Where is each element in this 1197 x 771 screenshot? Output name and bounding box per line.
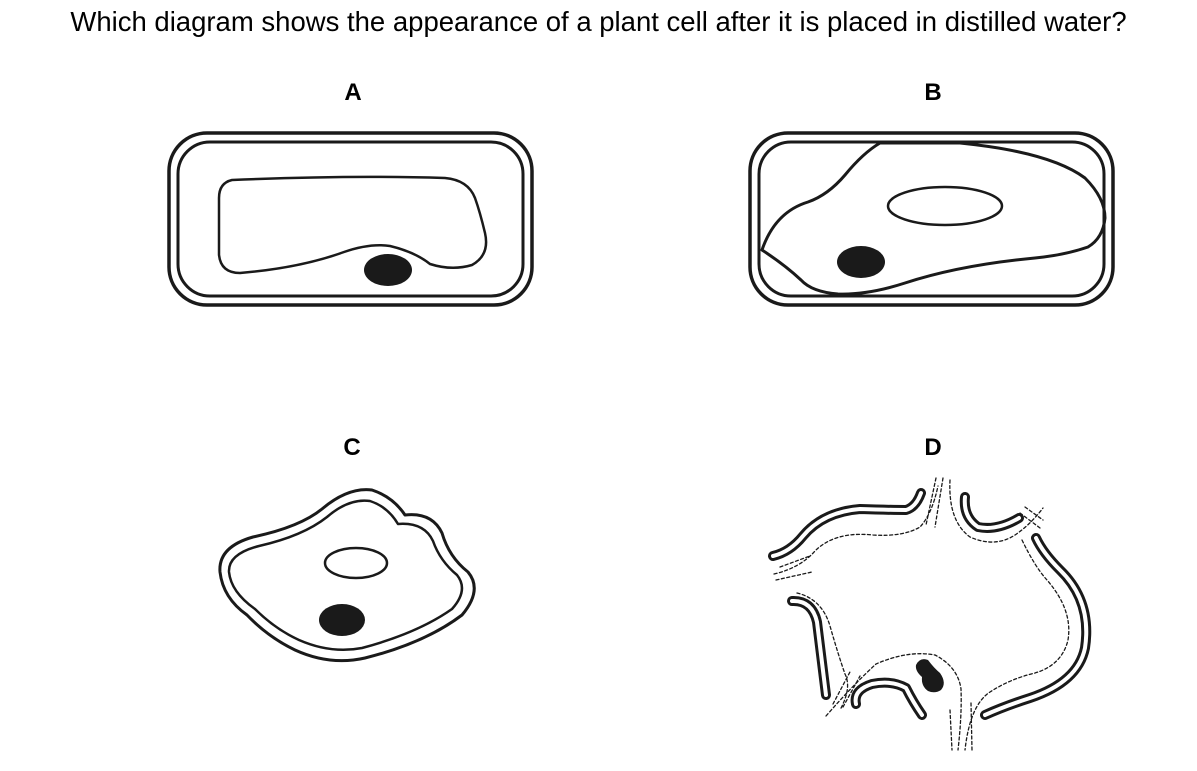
cell-wall-outer	[748, 131, 1115, 307]
vacuole	[886, 185, 1004, 227]
option-d-label: D	[924, 434, 942, 461]
vacuole	[217, 175, 488, 275]
cell-membrane	[760, 141, 1107, 296]
diagram-d	[768, 477, 1092, 751]
nucleus	[319, 604, 365, 636]
wall-fragments	[768, 488, 1092, 720]
option-a-label: A	[344, 79, 362, 106]
cell-membrane-inner	[227, 499, 464, 652]
cell-wall-inner	[757, 140, 1106, 298]
option-c-label: C	[343, 434, 361, 461]
cell-wall-inner	[176, 140, 525, 298]
nucleus	[364, 254, 412, 286]
cell-wall-outer	[167, 131, 534, 307]
burst-membrane	[773, 477, 1070, 751]
nucleus	[915, 659, 944, 693]
diagram-c	[218, 488, 476, 663]
question-text: Which diagram shows the appearance of a …	[70, 6, 1127, 37]
diagram-b	[748, 131, 1115, 307]
diagram-a	[167, 131, 534, 307]
vacuole	[323, 546, 389, 580]
nucleus	[837, 246, 885, 278]
cell-membrane-outer	[218, 488, 476, 663]
option-b-label: B	[924, 79, 942, 106]
